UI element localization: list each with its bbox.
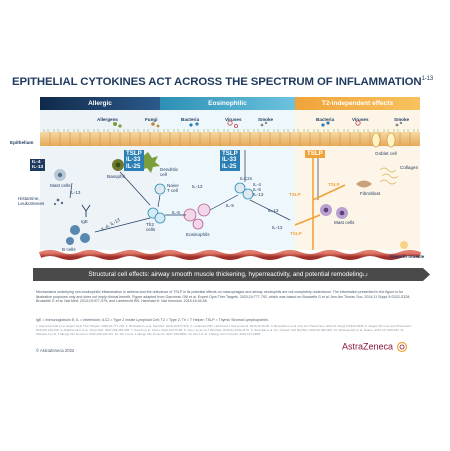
label-il13-left: IL-13 — [70, 190, 81, 195]
label-eosinophils: Eosinophils — [186, 232, 210, 237]
label-tslp-b: TSLP — [328, 182, 340, 187]
trigger-smoke-t2: Smoke — [394, 117, 410, 122]
label-naive-t-cell: Naive T cell — [167, 183, 179, 193]
basophil-cell — [112, 159, 124, 171]
band-eosinophilic: Eosinophilic — [160, 97, 295, 110]
page-title: EPITHELIAL CYTOKINES ACT ACROSS THE SPEC… — [12, 76, 434, 88]
mast-cells-right — [320, 204, 348, 219]
label-th2-cells: Th2 cells — [146, 222, 156, 232]
goblet-cell — [371, 132, 396, 148]
cytokine-box-tslp-il33-il25-a: TSLP IL-33 IL-25 — [124, 150, 144, 172]
trigger-particles — [113, 120, 403, 129]
label-tslp-a: TSLP — [289, 192, 301, 197]
footnote: Mechanisms underlying non-eosinophilic i… — [36, 290, 411, 304]
label-tslp-c: TSLP — [290, 231, 302, 236]
label-b-cells: B cells — [62, 247, 76, 252]
trigger-viruses: Viruses — [225, 117, 242, 122]
trigger-viruses-t2: Viruses — [352, 117, 369, 122]
cytokine-box-il4-il13: IL-4 IL-13 — [30, 159, 46, 171]
label-il5-right: IL-5 — [226, 203, 234, 208]
th2-cells — [147, 207, 166, 224]
label-il13-arrow: IL-13 — [272, 225, 283, 230]
naive-t-cell — [154, 183, 166, 195]
label-il13-mid: IL-13 — [192, 184, 203, 189]
astrazeneca-wordmark: AstraZeneca — [342, 341, 394, 352]
label-fibroblast: Fibroblast — [360, 191, 381, 196]
signal-arrows — [69, 150, 319, 233]
fibroblast-cell — [356, 180, 372, 188]
references: 1. Gauvreau GM et al. Expert Opin Ther T… — [36, 324, 412, 336]
cytokine-box-tslp-il33-il25-b: TSLP IL-33 IL-25 — [220, 150, 240, 172]
trigger-smoke: Smoke — [258, 117, 274, 122]
label-dendritic-cell: Dendritic cell — [160, 167, 179, 177]
band-allergic: Allergic — [40, 97, 160, 110]
label-ilc2s: ILC2s — [240, 176, 253, 181]
eosinophil-cells — [183, 203, 211, 230]
ilc2-cells — [234, 182, 254, 200]
label-goblet-cell: Goblet cell — [375, 151, 397, 156]
trigger-fungi: Fungi — [145, 117, 158, 122]
mast-cell-left — [54, 169, 66, 181]
collagen-fibers — [379, 167, 399, 185]
trigger-allergens: Allergens — [97, 117, 118, 122]
label-histamine: Histamine, Leukotrienes — [18, 196, 45, 206]
trigger-bacteria-t2: Bacteria — [316, 117, 335, 122]
label-il5: IL-5 — [172, 210, 180, 215]
label-epithelium: Epithelium — [10, 140, 34, 145]
epithelium-layer — [40, 129, 420, 146]
cytokine-box-tslp: TSLP — [305, 150, 325, 159]
tslp-arrows — [294, 150, 346, 250]
neutrophil-cell — [400, 241, 408, 249]
abbreviations: IgE = Immunoglobulin E; IL = Interleukin… — [36, 318, 269, 322]
histamine-granules — [53, 198, 64, 206]
band-t2-independent: T2-independent effects — [295, 97, 420, 110]
astrazeneca-symbol-icon — [396, 341, 407, 353]
structural-effects-banner: Structural cell effects: airway smooth m… — [33, 268, 423, 281]
b-cells — [66, 225, 90, 245]
label-basophil: Basophil — [107, 174, 125, 179]
dendritic-cell — [141, 152, 160, 173]
label-ige: IgE — [81, 219, 88, 224]
label-smooth-muscle: Smooth muscle — [390, 254, 425, 259]
label-il4-5-13: IL-4 IL-5 IL-13 — [253, 182, 264, 197]
astrazeneca-logo: AstraZeneca — [342, 341, 408, 353]
copyright: © AstraZeneca 2022 — [36, 348, 75, 353]
trigger-bacteria: Bacteria — [181, 117, 200, 122]
label-mast-cells-left: Mast cells — [50, 183, 71, 188]
label-mast-cells-right: Mast cells — [334, 220, 355, 225]
label-collagen: Collagen — [400, 165, 419, 170]
smooth-muscle-layer — [38, 250, 422, 260]
ige-antibody — [81, 204, 91, 217]
label-il13-right: IL-13 — [268, 208, 279, 213]
